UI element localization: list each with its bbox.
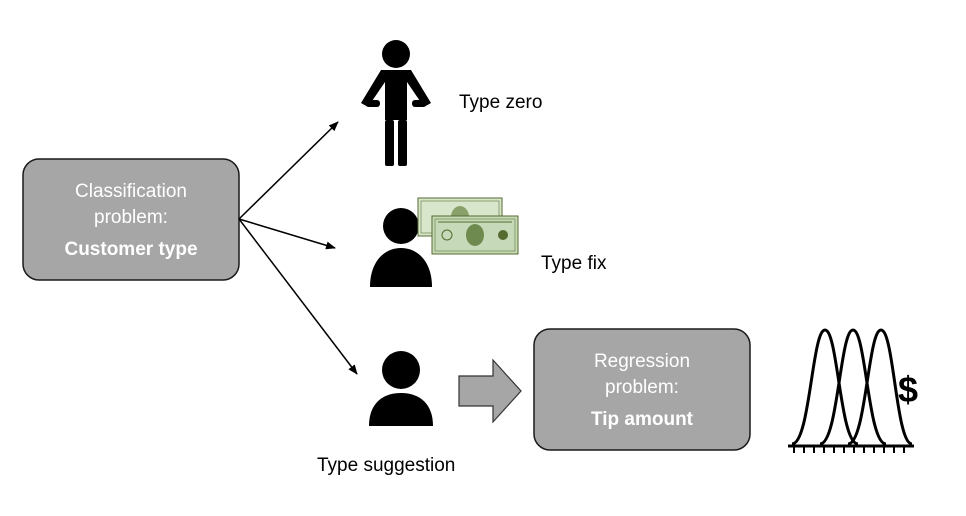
classification-box-line1: Classification [75,181,187,202]
person-icon [369,351,433,426]
regression-box-line3: Tip amount [591,409,694,430]
dollar-sign: $ [898,369,918,410]
type-zero-label: Type zero [459,92,542,113]
person-icon [370,208,432,287]
arrow-to-type-fix [238,218,336,250]
regression-box: Regression problem: Tip amount [533,328,751,451]
arrow-to-type-zero [238,121,339,220]
block-arrow-icon [458,358,522,424]
dollar-bills-icon [417,197,519,255]
classification-box: Classification problem: Customer type [22,158,240,281]
regression-box-line1: Regression [594,351,690,372]
regression-box-line2: problem: [605,377,679,398]
classification-box-line2: problem: [94,207,168,228]
classification-box-line3: Customer type [64,239,197,260]
type-suggestion-label: Type suggestion [317,455,455,476]
distribution-curves-icon [788,328,914,453]
arrow-to-type-suggestion [238,218,358,375]
empty-pockets-person-icon [361,40,431,166]
type-fix-label: Type fix [541,253,607,274]
